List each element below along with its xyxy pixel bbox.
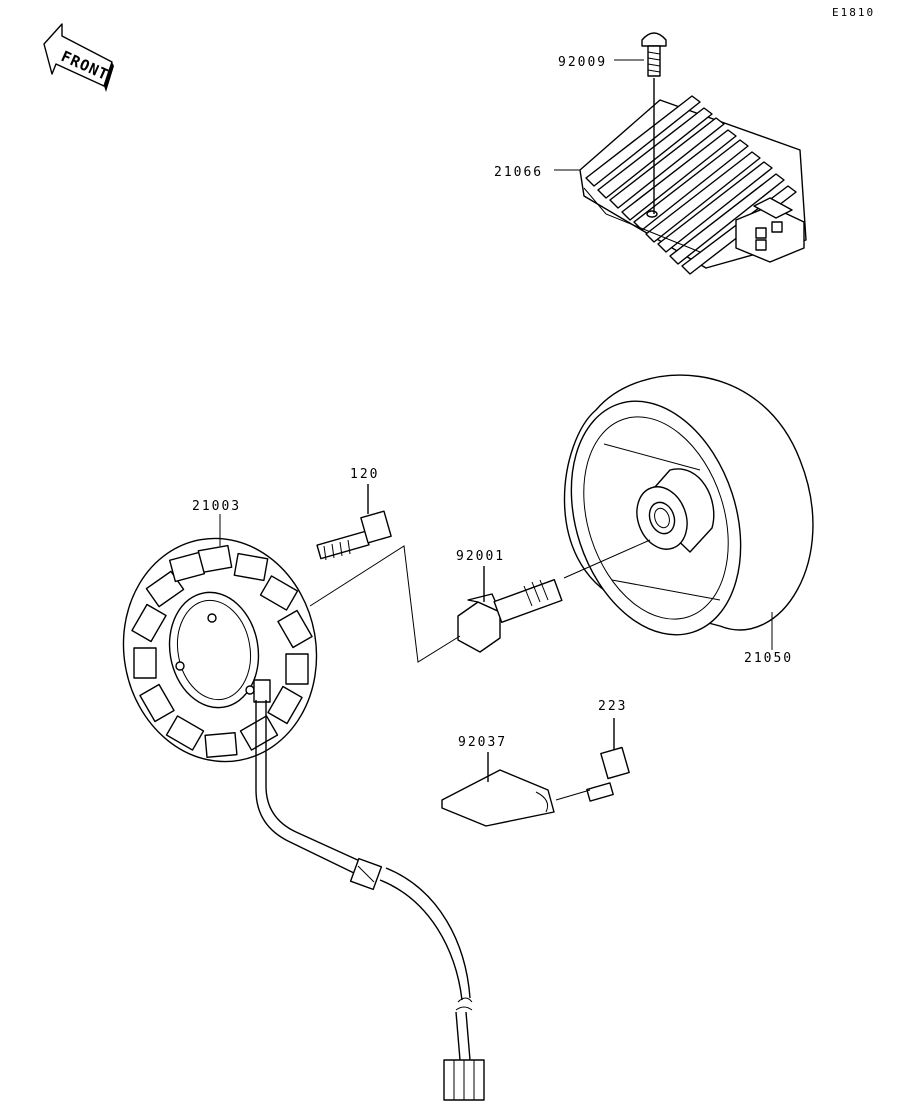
stator-bolt [316, 484, 392, 561]
regulator-bolt [641, 32, 667, 214]
harness-end-connector [443, 1059, 485, 1101]
part-number-223: 223 [598, 699, 627, 714]
wire-clamp [441, 752, 555, 827]
harness-joint-connector [349, 857, 383, 891]
part-number-92001: 92001 [456, 549, 505, 564]
part-number-120: 120 [350, 467, 379, 482]
rotor-bolt [457, 566, 563, 653]
part-number-92037: 92037 [458, 735, 507, 750]
rotor [563, 374, 814, 636]
part-number-21003: 21003 [192, 499, 241, 514]
part-number-21066: 21066 [494, 165, 543, 180]
clamp-screw [555, 718, 630, 802]
part-number-92009: 92009 [558, 55, 607, 70]
regulator-rectifier [579, 95, 807, 275]
stator-coils [131, 544, 313, 758]
regulator-connector [735, 197, 805, 263]
stator [122, 537, 318, 763]
assembly-lines [309, 539, 651, 663]
part-number-21050: 21050 [744, 651, 793, 666]
leader-lines [219, 59, 773, 650]
stator-harness [253, 679, 485, 1101]
front-arrow-icon: FRONT [43, 23, 114, 92]
diagram-code: E1810 [832, 6, 875, 19]
